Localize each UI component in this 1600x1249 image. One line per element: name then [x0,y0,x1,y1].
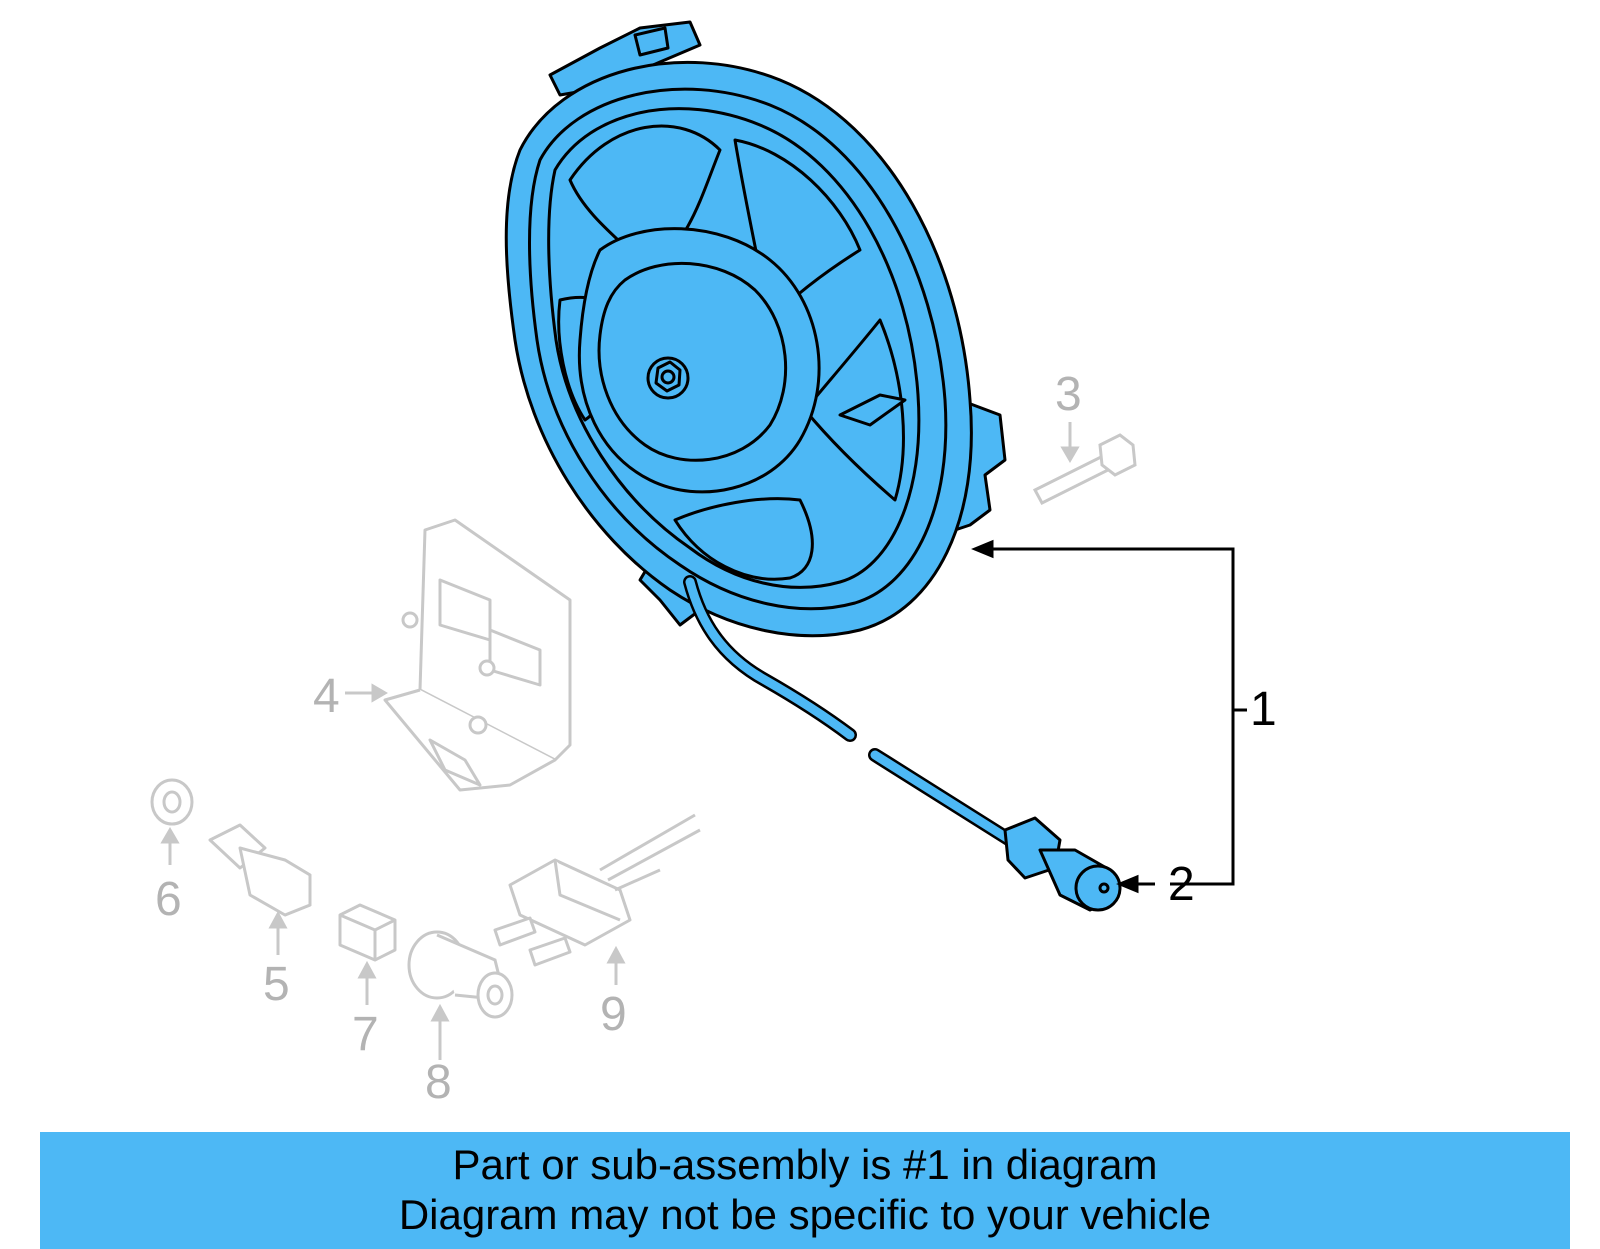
callout-8-arrow [430,1003,450,1060]
callout-7-arrow [357,960,377,1005]
callout-9[interactable]: 9 [600,988,627,1041]
sensor-icon[interactable] [208,823,312,917]
callout-7[interactable]: 7 [352,1008,379,1061]
cooling-fan-assembly[interactable] [504,20,1017,847]
leader-lines-main [971,539,1247,894]
callout-6-arrow [160,827,180,865]
bolt-icon[interactable] [1032,433,1137,505]
callout-9-arrow [606,945,626,985]
harness-switch-icon[interactable] [493,813,701,967]
pressure-switch-icon[interactable] [407,930,514,1019]
callout-2[interactable]: 2 [1168,858,1195,911]
control-module-icon[interactable] [383,518,572,792]
callout-3[interactable]: 3 [1055,368,1082,421]
banner-line-1: Part or sub-assembly is #1 in diagram [452,1141,1158,1188]
parts-diagram: 1 2 3 4 5 6 7 8 9 [150,20,1277,1109]
connector-icon[interactable] [338,903,397,962]
callout-4-arrow [345,683,388,703]
info-banner: Part or sub-assembly is #1 in diagram Di… [40,1132,1570,1249]
callout-6[interactable]: 6 [155,873,182,926]
callout-3-arrow [1060,422,1080,463]
callout-5[interactable]: 5 [263,958,290,1011]
washer-icon[interactable] [150,778,194,826]
callout-5-arrow [268,910,288,955]
banner-line-2: Diagram may not be specific to your vehi… [398,1191,1212,1238]
callout-1[interactable]: 1 [1250,683,1277,736]
callout-4[interactable]: 4 [313,670,340,723]
fan-connector-plug[interactable] [1003,816,1122,912]
callout-8[interactable]: 8 [425,1056,452,1109]
